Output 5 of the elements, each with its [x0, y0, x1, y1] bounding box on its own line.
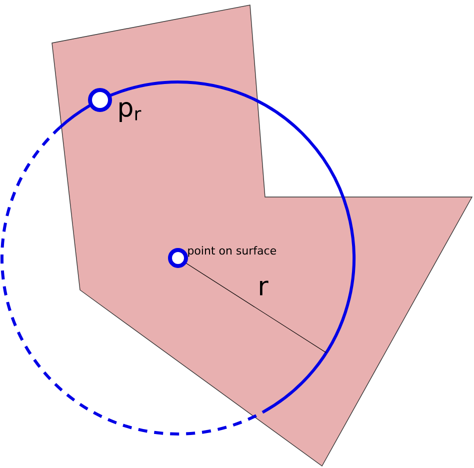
- point-marker: [168, 248, 188, 268]
- point-label: p$_{r}$: [120, 102, 142, 122]
- point-marker: [88, 88, 112, 112]
- point-label: point on surface: [188, 246, 276, 257]
- radius-label: r: [260, 280, 268, 296]
